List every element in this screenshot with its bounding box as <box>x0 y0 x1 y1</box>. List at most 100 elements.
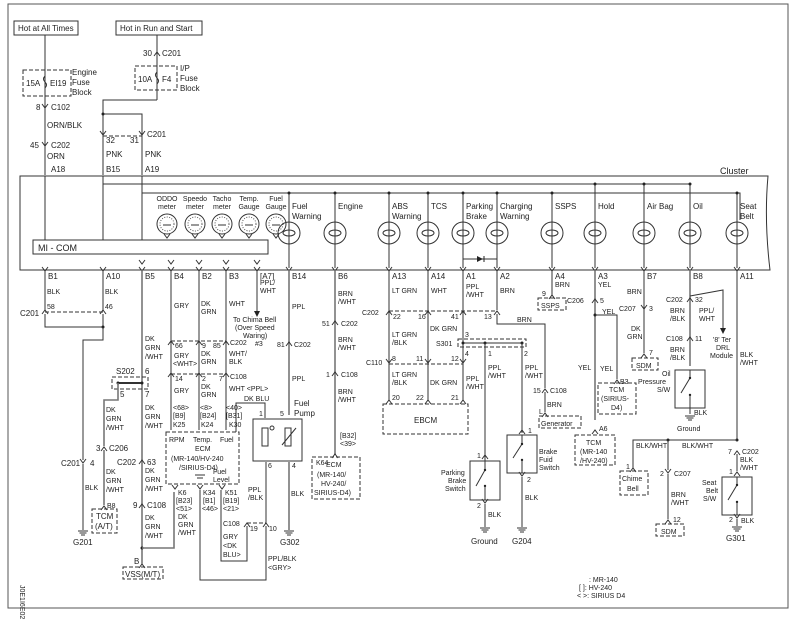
svg-text:K64: K64 <box>316 460 329 467</box>
svg-text:BLK: BLK <box>740 457 754 464</box>
svg-text:SIRIUS-D4): SIRIUS-D4) <box>314 490 351 497</box>
svg-text:/WHT: /WHT <box>178 530 197 537</box>
svg-text:G301: G301 <box>726 534 746 543</box>
svg-text:/WHT: /WHT <box>338 299 357 306</box>
svg-text:C202: C202 <box>230 340 247 347</box>
svg-text:WHT/: WHT/ <box>229 351 247 358</box>
svg-text:DK: DK <box>201 301 211 308</box>
svg-text:LT GRN: LT GRN <box>392 372 417 379</box>
lamp-label: SSPS <box>555 202 576 211</box>
svg-text:C202: C202 <box>51 141 71 150</box>
svg-text:C102: C102 <box>51 103 71 112</box>
svg-text:2: 2 <box>527 477 531 484</box>
svg-text:1: 1 <box>477 453 481 460</box>
svg-text:/WHT: /WHT <box>488 373 507 380</box>
svg-text:13: 13 <box>484 314 492 321</box>
svg-text:K30: K30 <box>229 422 242 429</box>
svg-text:C108: C108 <box>550 388 567 395</box>
svg-text:BLK: BLK <box>229 359 243 366</box>
svg-text:GRN: GRN <box>106 416 122 423</box>
svg-text:: MR-140: : MR-140 <box>589 577 618 584</box>
cluster-pin-A10: A10 <box>106 272 121 281</box>
svg-text:8: 8 <box>392 356 396 363</box>
svg-text:PPL/: PPL/ <box>260 280 275 287</box>
lamp-label: Oil <box>693 202 703 211</box>
svg-text:PPL: PPL <box>292 376 305 383</box>
cluster-pin-B7: B7 <box>647 272 657 281</box>
svg-text:/BLK: /BLK <box>392 340 408 347</box>
lamp-label: ABS <box>392 202 408 211</box>
gauge-label: Gauge <box>265 204 286 211</box>
svg-text:2: 2 <box>524 351 528 358</box>
svg-text:Parking: Parking <box>441 470 465 477</box>
svg-text:1: 1 <box>528 428 532 435</box>
svg-text:2: 2 <box>477 503 481 510</box>
svg-text:Hot in Run and Start: Hot in Run and Start <box>120 24 193 33</box>
brake-fluid-switch <box>506 434 538 474</box>
svg-text:1: 1 <box>729 469 733 476</box>
svg-text:31: 31 <box>130 136 139 145</box>
svg-text:Block: Block <box>72 88 93 97</box>
svg-text:S/W: S/W <box>657 387 671 394</box>
svg-text:9: 9 <box>133 501 138 510</box>
mi-com-block: MI - COM <box>32 239 269 255</box>
svg-text:/HV-240): /HV-240) <box>580 458 608 465</box>
svg-text:BLU>: BLU> <box>223 552 241 559</box>
svg-text:19: 19 <box>250 526 258 533</box>
svg-text:K51: K51 <box>225 490 238 497</box>
svg-text:Hot at All Times: Hot at All Times <box>18 24 74 33</box>
svg-text:3: 3 <box>649 306 653 313</box>
svg-text:Fuse: Fuse <box>72 78 90 87</box>
svg-text:6: 6 <box>268 463 272 470</box>
legend: : MR-140 [ ]: HV-240 < >: SIRIUS D4 <box>577 577 625 600</box>
svg-text:/WHT: /WHT <box>740 465 759 472</box>
svg-text:I/P: I/P <box>180 64 190 73</box>
svg-text:Fuel: Fuel <box>220 437 234 444</box>
svg-text:C201: C201 <box>162 49 182 58</box>
gauge-label: meter <box>213 204 232 211</box>
svg-text:C108: C108 <box>341 372 358 379</box>
svg-text:Chime: Chime <box>622 476 642 483</box>
svg-text:6: 6 <box>145 367 150 376</box>
svg-text:Generator: Generator <box>541 421 573 428</box>
cluster-module: Cluster <box>19 166 771 271</box>
svg-text:<WHT>: <WHT> <box>173 361 197 368</box>
svg-text:GRY: GRY <box>223 534 238 541</box>
svg-text:L: L <box>539 409 543 416</box>
svg-text:16: 16 <box>418 314 426 321</box>
svg-text:[B9]: [B9] <box>173 413 186 420</box>
svg-text:D4): D4) <box>611 405 622 412</box>
svg-text:<21>: <21> <box>223 506 239 513</box>
svg-text:7: 7 <box>145 390 150 399</box>
svg-text:C201: C201 <box>61 459 81 468</box>
svg-text:GRN: GRN <box>201 359 217 366</box>
svg-text:ORN/BLK: ORN/BLK <box>47 121 83 130</box>
svg-text:/WHT: /WHT <box>145 486 164 493</box>
svg-text:(MR-140/: (MR-140/ <box>317 472 346 479</box>
svg-text:WHT: WHT <box>699 316 716 323</box>
svg-text:DK: DK <box>178 514 188 521</box>
s301-splice <box>457 338 527 348</box>
svg-text:22: 22 <box>393 314 401 321</box>
svg-text:BRN: BRN <box>338 291 353 298</box>
svg-text:B15: B15 <box>106 165 121 174</box>
svg-text:2: 2 <box>202 376 206 383</box>
svg-text:DK GRN: DK GRN <box>430 326 457 333</box>
svg-text:BLK: BLK <box>525 495 539 502</box>
svg-text:BRN: BRN <box>670 308 685 315</box>
svg-text:BLK: BLK <box>85 485 99 492</box>
cluster-pin-B6: B6 <box>338 272 348 281</box>
svg-text:[B31]: [B31] <box>226 413 242 420</box>
svg-text:/WHT: /WHT <box>466 292 485 299</box>
svg-text:PPL: PPL <box>248 487 261 494</box>
svg-text:<GRY>: <GRY> <box>268 565 291 572</box>
svg-text:Engine: Engine <box>72 68 97 77</box>
svg-text:Pump: Pump <box>294 409 315 418</box>
tcm-sirius-box: TCM (SIRIUS- D4) <box>597 382 637 415</box>
svg-text:4: 4 <box>292 463 296 470</box>
svg-text:[B24]: [B24] <box>200 413 216 420</box>
svg-text:EBCM: EBCM <box>414 416 437 425</box>
